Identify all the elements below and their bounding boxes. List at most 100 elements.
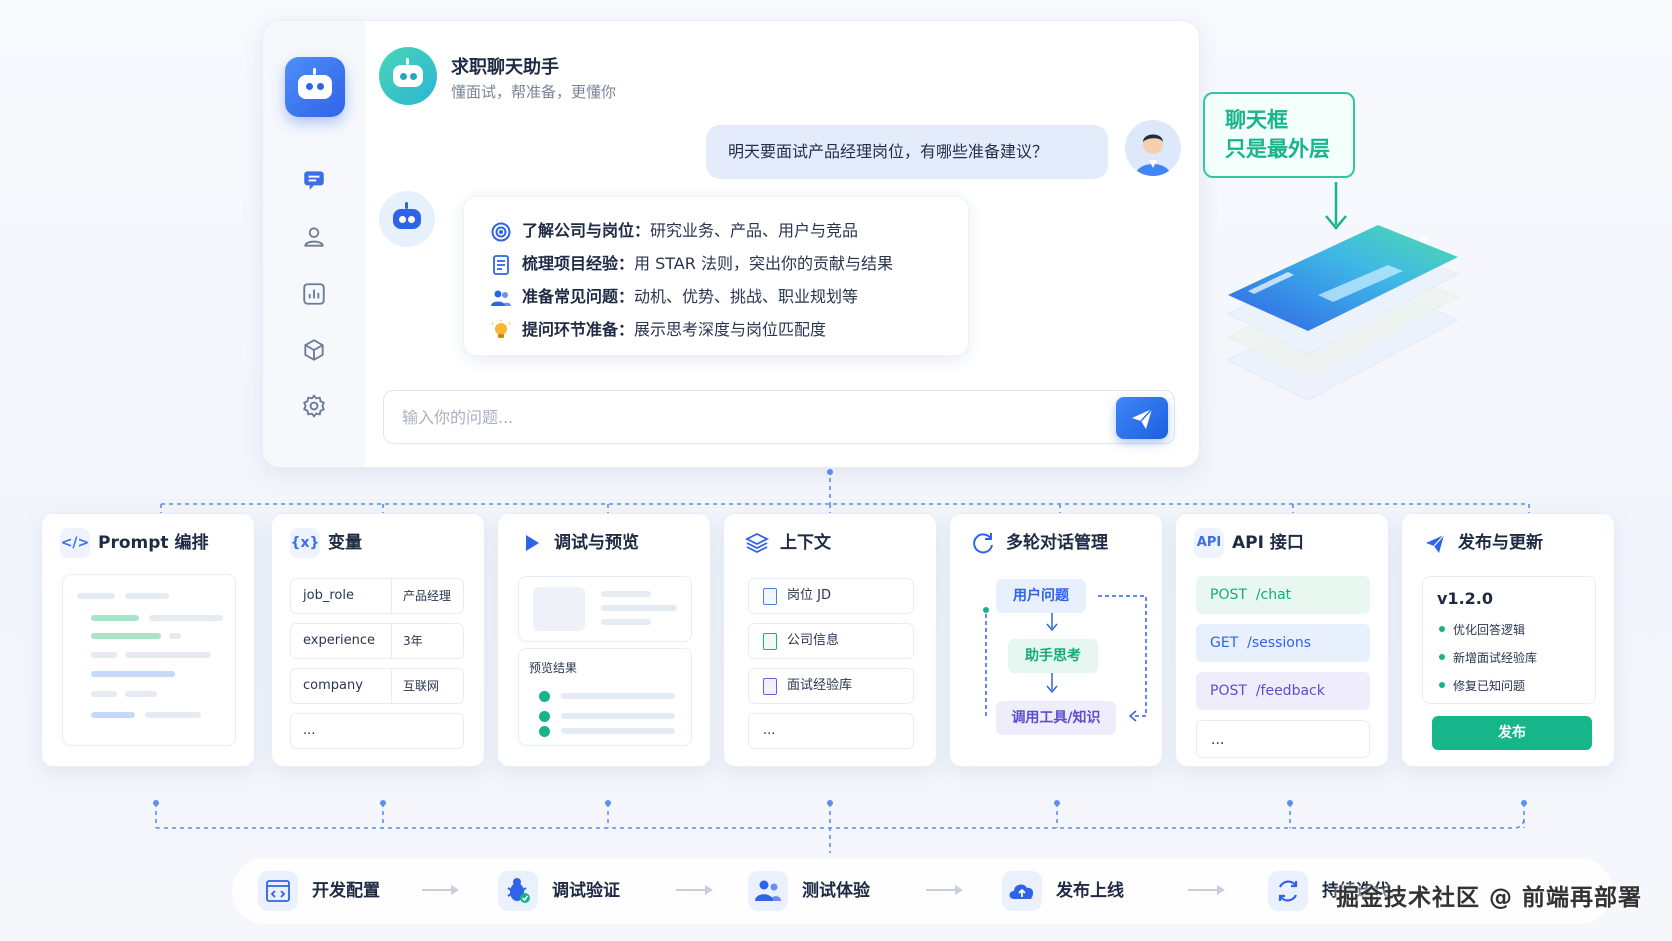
module-header: 调试与预览 [516, 528, 639, 558]
file-icon [763, 588, 777, 605]
variable-row[interactable]: ... [290, 713, 464, 749]
pipeline-bar: 开发配置 调试验证 测试体验 发布上线 持续迭代 [232, 858, 1612, 924]
pipeline-step-debug-verify: 调试验证 [498, 858, 620, 924]
module-header: 上下文 [742, 528, 831, 558]
module-context[interactable]: 上下文 岗位 JD 公司信息 面试经验库 ... [723, 513, 937, 767]
pipeline-step-publish: 发布上线 [1002, 858, 1124, 924]
chat-icon[interactable] [301, 167, 327, 193]
send-icon [1132, 408, 1153, 429]
api-icon: API [1194, 528, 1224, 558]
release-note: 优化回答逻辑 [1438, 623, 1526, 637]
file-icon [763, 678, 777, 695]
tip-item: 梳理项目经验：用 STAR 法则，突出你的贡献与结果 [490, 252, 893, 276]
document-icon [490, 254, 512, 276]
send-button[interactable] [1116, 397, 1168, 439]
tip-item: 准备常见问题：动机、优势、挑战、职业规划等 [490, 285, 858, 309]
module-header: 发布与更新 [1420, 528, 1543, 558]
context-item[interactable]: 面试经验库 [748, 668, 914, 704]
module-header: </>Prompt 编排 [60, 528, 208, 558]
app-logo[interactable] [285, 57, 345, 117]
check-icon [539, 726, 550, 737]
release-notes: v1.2.0 优化回答逻辑 新增面试经验库 修复已知问题 [1422, 576, 1596, 704]
users-icon [490, 287, 512, 309]
module-debug-preview[interactable]: 调试与预览 预览结果 [497, 513, 711, 767]
cube-icon[interactable] [301, 337, 327, 363]
api-endpoint[interactable]: ... [1196, 720, 1370, 758]
module-multiturn[interactable]: 多轮对话管理 用户问题 助手思考 调用工具/知识 [949, 513, 1163, 767]
code-icon: </> [60, 528, 90, 558]
code-window-icon [258, 871, 298, 911]
user-message: 明天要面试产品经理岗位，有哪些准备建议？ [706, 125, 1108, 179]
file-icon [763, 633, 777, 650]
callout-box: 聊天框 只是最外层 [1203, 92, 1355, 178]
release-note: 新增面试经验库 [1438, 651, 1538, 665]
context-item[interactable]: 公司信息 [748, 623, 914, 659]
preview-results: 预览结果 [518, 648, 692, 746]
pipeline-arrow [1188, 885, 1225, 895]
analytics-icon[interactable] [301, 281, 327, 307]
api-endpoint[interactable]: GET /sessions [1196, 624, 1370, 662]
assistant-avatar-small [379, 191, 435, 247]
preview-canvas [518, 576, 692, 642]
module-header: {x}变量 [290, 528, 362, 558]
check-icon [539, 711, 550, 722]
module-header: 多轮对话管理 [968, 528, 1108, 558]
flow-step-user-question: 用户问题 [996, 579, 1086, 613]
chat-subtitle: 懂面试，帮准备，更懂你 [451, 83, 617, 101]
team-icon [748, 871, 788, 911]
refresh-icon [968, 528, 998, 558]
prompt-editor [62, 574, 236, 746]
settings-icon[interactable] [301, 393, 327, 419]
refresh-icon [1268, 871, 1308, 911]
bug-icon [498, 871, 538, 911]
send-icon [1420, 528, 1450, 558]
context-item[interactable]: 岗位 JD [748, 578, 914, 614]
layers-icon [742, 528, 772, 558]
assistant-message: 了解公司与岗位：研究业务、产品、用户与竞品 梳理项目经验：用 STAR 法则，突… [463, 196, 969, 356]
chat-input[interactable] [402, 391, 1042, 443]
flow-step-assistant-thinking: 助手思考 [1008, 639, 1098, 673]
pipeline-arrow [676, 885, 713, 895]
api-endpoint[interactable]: POST /chat [1196, 576, 1370, 614]
chat-title: 求职聊天助手 [451, 57, 559, 78]
layered-cards-illustration [1226, 225, 1460, 401]
assistant-avatar [379, 47, 437, 105]
variable-icon: {x} [290, 528, 320, 558]
api-endpoint[interactable]: POST /feedback [1196, 672, 1370, 710]
tip-item: 了解公司与岗位：研究业务、产品、用户与竞品 [490, 219, 858, 243]
flow-step-call-tools: 调用工具/知识 [996, 701, 1116, 735]
module-prompt[interactable]: </>Prompt 编排 [41, 513, 255, 767]
watermark: 掘金技术社区 @ 前端再部署 [1336, 885, 1643, 911]
robot-icon [298, 68, 332, 99]
pipeline-arrow [926, 885, 963, 895]
flow-arrows [983, 595, 1147, 722]
pipeline-step-test-experience: 测试体验 [748, 858, 870, 924]
chat-window: 求职聊天助手 懂面试，帮准备，更懂你 明天要面试产品经理岗位，有哪些准备建议？ … [262, 20, 1200, 468]
lightbulb-icon [490, 319, 512, 342]
user-icon[interactable] [301, 224, 327, 250]
pipeline-step-iterate: 持续迭代 [1268, 858, 1390, 924]
context-item[interactable]: ... [748, 713, 914, 749]
pipeline-step-dev-config: 开发配置 [258, 858, 380, 924]
play-icon [516, 528, 546, 558]
robot-icon [393, 202, 421, 229]
chat-input-box [383, 390, 1175, 444]
target-icon [490, 221, 512, 243]
tip-item: 提问环节准备：展示思考深度与岗位匹配度 [490, 318, 826, 342]
sidebar [263, 21, 365, 467]
user-avatar [1125, 120, 1181, 176]
version-label: v1.2.0 [1437, 589, 1493, 608]
module-release[interactable]: 发布与更新 v1.2.0 优化回答逻辑 新增面试经验库 修复已知问题 发布 [1401, 513, 1615, 767]
robot-icon [393, 58, 423, 87]
check-icon [539, 691, 550, 702]
cloud-upload-icon [1002, 871, 1042, 911]
publish-button[interactable]: 发布 [1432, 716, 1592, 750]
release-note: 修复已知问题 [1438, 679, 1526, 693]
pipeline-arrow [422, 885, 459, 895]
